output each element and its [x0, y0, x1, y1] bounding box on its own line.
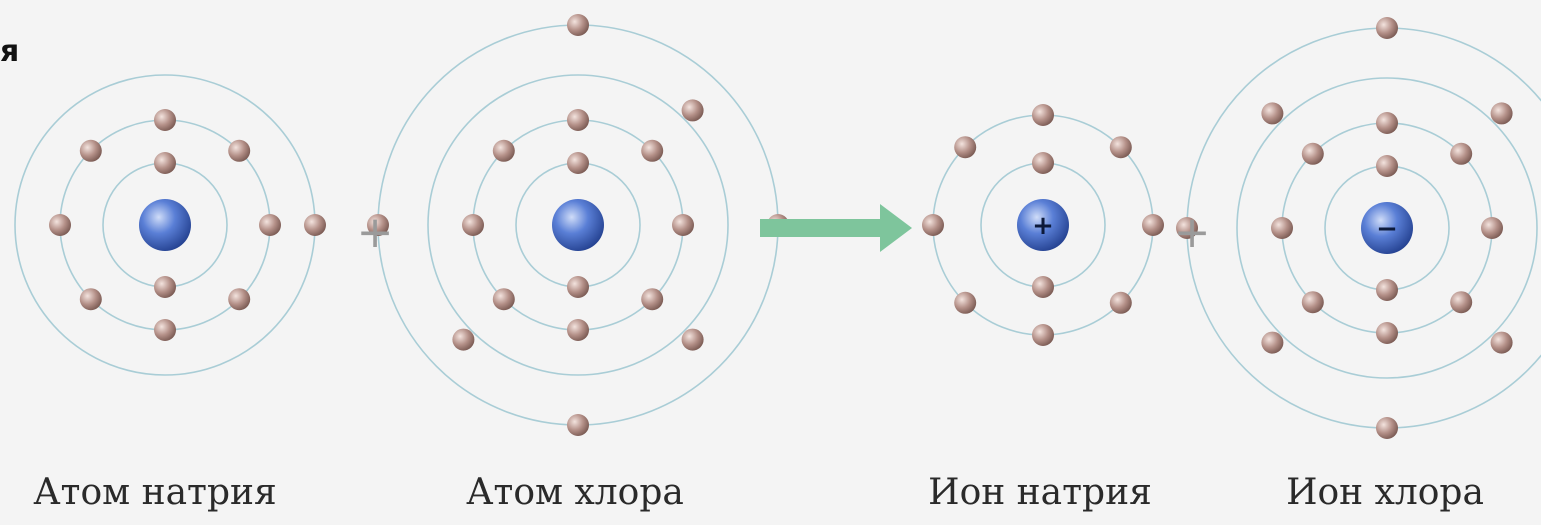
sodium-atom-electron [259, 214, 281, 236]
plus-sign-2: + [1174, 207, 1211, 258]
chloride-ion-electron [1376, 155, 1398, 177]
sodium-atom-electron [154, 276, 176, 298]
chloride-ion-electron [1376, 17, 1398, 39]
chloride-ion-electron [1376, 279, 1398, 301]
chlorine-atom-electron [452, 329, 474, 351]
chlorine-atom-nucleus [552, 199, 604, 251]
chloride-ion-electron [1261, 102, 1283, 124]
chloride-ion-electron [1302, 291, 1324, 313]
sodium-atom-electron [80, 140, 102, 162]
chloride-ion-electron [1261, 332, 1283, 354]
chloride-ion-electron [1376, 322, 1398, 344]
chloride-ion-electron [1450, 291, 1472, 313]
chloride-ion-electron [1271, 217, 1293, 239]
chloride-ion-charge: − [1376, 214, 1398, 244]
label-chloride-ion: Ион хлора [1255, 472, 1515, 513]
sodium-ion-electron [1110, 292, 1132, 314]
chloride-ion-electron [1481, 217, 1503, 239]
sodium-atom-electron [304, 214, 326, 236]
sodium-ion-electron [1110, 136, 1132, 158]
sodium-ion-electron [922, 214, 944, 236]
chlorine-atom-electron [567, 14, 589, 36]
chloride-ion-electron [1491, 332, 1513, 354]
chloride-ion-electron [1376, 112, 1398, 134]
sodium-ion-electron [954, 136, 976, 158]
chlorine-atom-electron [567, 276, 589, 298]
arrow-head [880, 204, 912, 252]
chlorine-atom-electron [567, 319, 589, 341]
sodium-atom-electron [154, 109, 176, 131]
sodium-ion-charge: + [1032, 211, 1054, 241]
chlorine-atom-electron [462, 214, 484, 236]
chloride-ion-electron [1302, 143, 1324, 165]
sodium-ion-electron [1032, 152, 1054, 174]
sodium-ion-electron [1032, 276, 1054, 298]
chloride-ion-electron [1450, 143, 1472, 165]
sodium-atom-electron [228, 140, 250, 162]
label-chlorine-atom: Атом хлора [445, 472, 705, 513]
label-sodium-atom: Атом натрия [25, 472, 285, 513]
chlorine-atom-electron [641, 140, 663, 162]
chlorine-atom-electron [682, 329, 704, 351]
chlorine-atom-electron [567, 414, 589, 436]
sodium-atom-electron [49, 214, 71, 236]
chlorine-atom-electron [641, 288, 663, 310]
label-sodium-ion: Ион натрия [910, 472, 1170, 513]
sodium-atom-electron [80, 288, 102, 310]
plus-sign-1: + [357, 207, 394, 258]
chloride-ion-electron [1376, 417, 1398, 439]
sodium-atom-nucleus [139, 199, 191, 251]
sodium-ion-electron [1142, 214, 1164, 236]
chloride-ion-electron [1491, 102, 1513, 124]
chlorine-atom-electron [493, 288, 515, 310]
sodium-atom-electron [154, 319, 176, 341]
sodium-atom-electron [228, 288, 250, 310]
sodium-ion-electron [1032, 104, 1054, 126]
chlorine-atom-electron [567, 152, 589, 174]
chlorine-atom-electron [682, 99, 704, 121]
chlorine-atom-electron [567, 109, 589, 131]
arrow-shaft [760, 219, 882, 237]
sodium-atom-electron [154, 152, 176, 174]
sodium-ion-electron [1032, 324, 1054, 346]
sodium-ion-electron [954, 292, 976, 314]
chlorine-atom-electron [493, 140, 515, 162]
chlorine-atom-electron [672, 214, 694, 236]
